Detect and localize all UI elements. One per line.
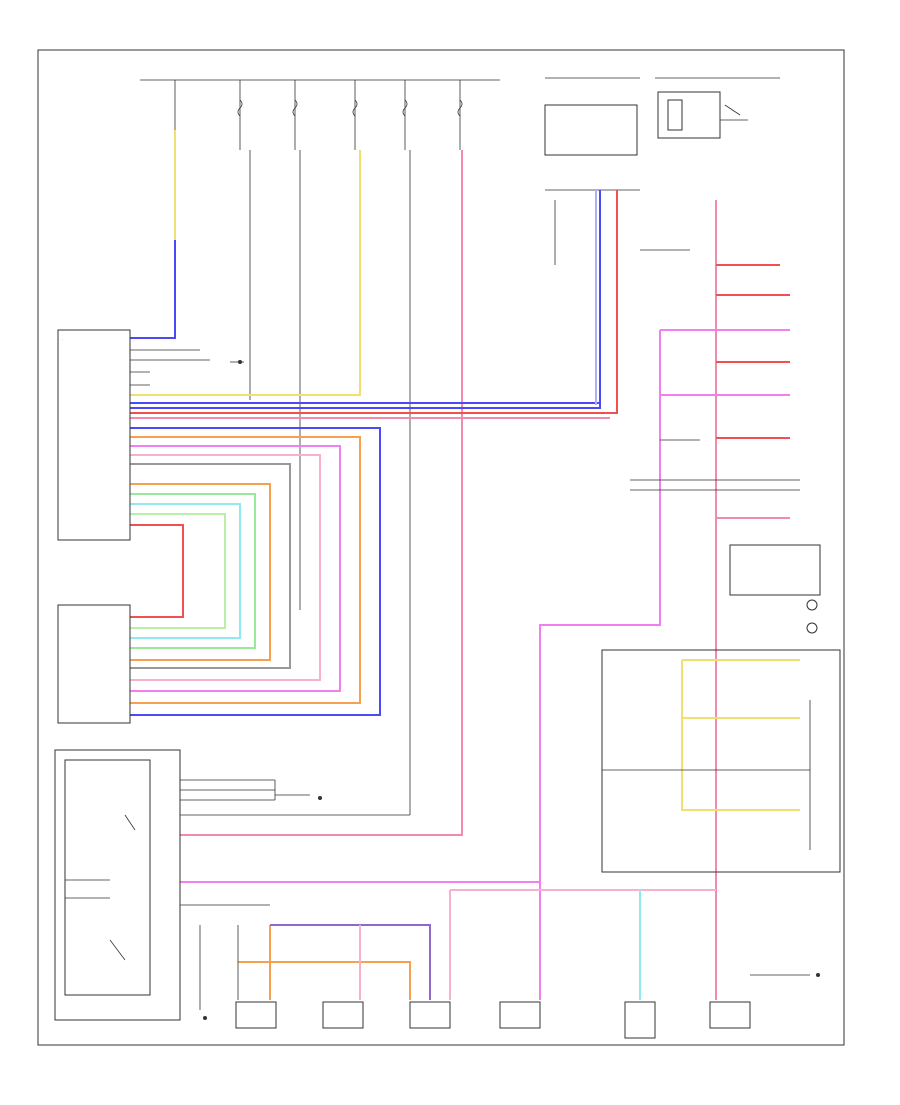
right-components [601, 249, 841, 873]
connector-block-lower [57, 604, 131, 724]
meter-module-box [601, 649, 841, 873]
connector-block-upper: . [57, 329, 210, 541]
switch-icon [720, 104, 748, 121]
ground-icon [230, 360, 244, 364]
bottom-lamps [199, 925, 820, 1039]
ecu-box [544, 104, 638, 156]
diagram-frame [37, 49, 845, 1046]
lamp-icon [806, 599, 818, 611]
relay-box [657, 91, 721, 139]
colored-wires [130, 130, 800, 1000]
svg-text:.: . [62, 336, 63, 341]
combination-meter-box [54, 749, 410, 1021]
lamp-icon [235, 1001, 751, 1039]
top-fuse-section [140, 77, 780, 815]
fuse-icon [174, 80, 463, 150]
